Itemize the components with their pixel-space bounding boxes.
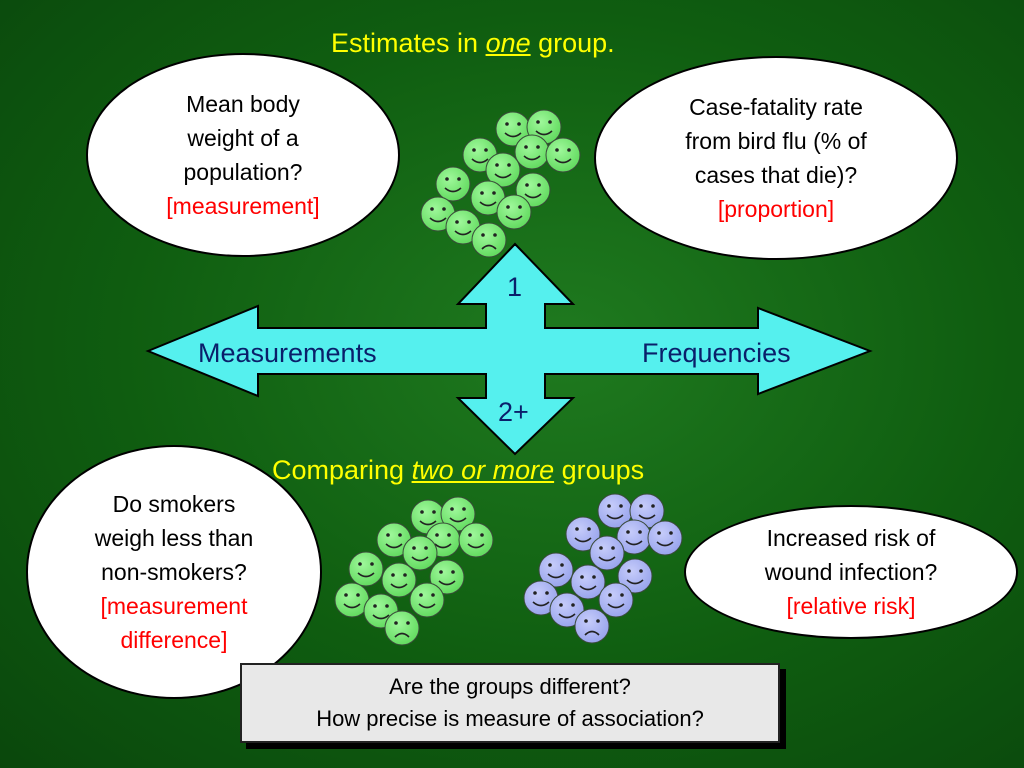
face-cluster-green-group [334, 496, 494, 646]
sad-face-icon [574, 608, 610, 644]
smiley-face-icon [376, 522, 412, 558]
smiley-face-icon [470, 180, 506, 216]
title-estimates-one-group: Estimates in one group. [331, 28, 615, 58]
smiley-face-icon [485, 152, 521, 188]
smiley-face-icon [440, 496, 476, 532]
face-cluster-blue-group [523, 493, 683, 644]
smiley-face-icon [348, 551, 384, 587]
smiley-face-icon [647, 520, 683, 556]
bubble-mean-body-weight: Mean body weight of a population? [measu… [86, 53, 400, 257]
smiley-face-icon [445, 209, 481, 245]
smiley-face-icon [409, 582, 445, 618]
smiley-face-icon [514, 134, 550, 170]
smiley-face-icon [589, 535, 625, 571]
title-emphasis: two or more [411, 455, 555, 485]
title-emphasis: one [485, 28, 531, 58]
arrow-label-frequencies: Frequencies [642, 338, 791, 368]
bubble-relative-risk: Increased risk of wound infection? [rela… [684, 505, 1018, 639]
smiley-face-icon [616, 519, 652, 555]
smiley-face-icon [549, 592, 585, 628]
smiley-face-icon [402, 535, 438, 571]
smiley-face-icon [617, 558, 653, 594]
arrow-label-two-plus: 2+ [498, 397, 529, 427]
smiley-face-icon [598, 582, 634, 618]
smiley-face-icon [496, 194, 532, 230]
smiley-face-icon [565, 516, 601, 552]
four-way-arrow [145, 242, 873, 456]
face-cluster-single-group [420, 109, 581, 258]
question-line-2: How precise is measure of association? [316, 706, 704, 731]
title-comparing-groups: Comparing two or more groups [272, 455, 645, 485]
arrow-label-measurements: Measurements [198, 338, 377, 368]
bubble-tag: [relative risk] [786, 593, 916, 619]
arrow-label-one: 1 [507, 272, 522, 302]
question-line-1: Are the groups different? [389, 674, 631, 699]
bubble-tag: [measurement] [166, 193, 320, 219]
bubble-tag: [measurement [100, 593, 248, 619]
question-box: Are the groups different? How precise is… [240, 663, 780, 743]
sad-face-icon [471, 222, 507, 258]
smiley-face-icon [458, 522, 494, 558]
smiley-face-icon [523, 580, 559, 616]
sad-face-icon [384, 610, 420, 646]
bubble-tag: difference] [120, 627, 228, 653]
smiley-face-icon [381, 562, 417, 598]
bubble-tag: [proportion] [717, 196, 835, 222]
smiley-face-icon [429, 559, 465, 595]
smiley-face-icon [538, 552, 574, 588]
bubble-smokers: Do smokers weigh less than non-smokers? … [26, 445, 322, 699]
smiley-face-icon [545, 137, 581, 173]
smiley-face-icon [570, 564, 606, 600]
smiley-face-icon [435, 166, 471, 202]
bubble-case-fatality: Case-fatality rate from bird flu (% of c… [594, 56, 958, 260]
